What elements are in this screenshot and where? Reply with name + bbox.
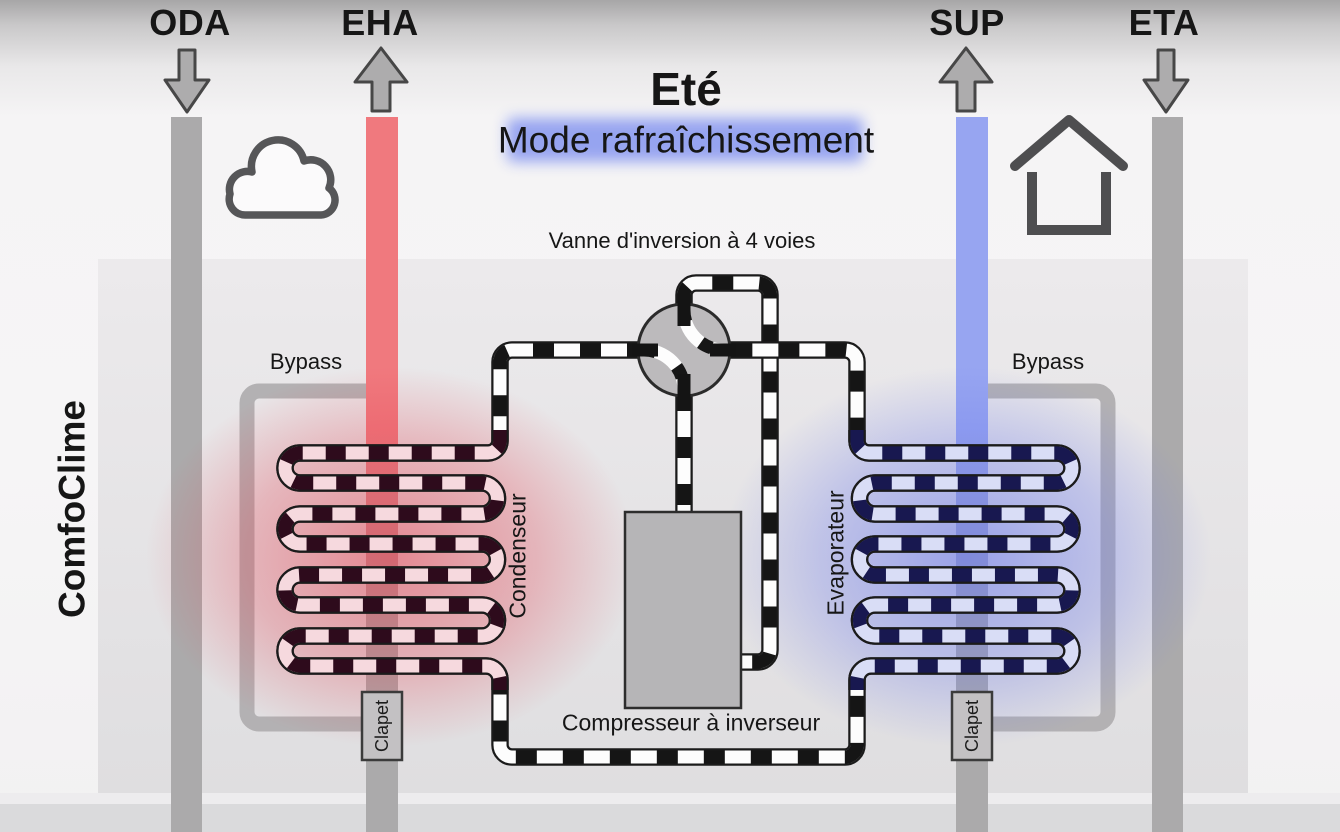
- eha-label: EHA: [341, 2, 419, 43]
- bypass-left-label: Bypass: [269, 349, 343, 374]
- floor-strip-dark: [0, 804, 1340, 832]
- oda-label: ODA: [149, 2, 231, 43]
- mode-subtitle: Mode rafraîchissement: [497, 119, 875, 161]
- valve-label: Vanne d'inversion à 4 voies: [548, 228, 816, 253]
- evaporator-label: Evaporateur: [822, 490, 849, 616]
- cloud-icon: [225, 136, 339, 219]
- eta-label: ETA: [1128, 2, 1200, 43]
- damper-right-box: [950, 690, 994, 762]
- device-brand-label: ComfoClime: [51, 400, 93, 618]
- sup-label: SUP: [929, 2, 1005, 43]
- damper-right-label: Clapet: [962, 699, 982, 753]
- floor-strip-light: [0, 793, 1340, 804]
- eta-arrow-down-icon: [1142, 48, 1190, 114]
- damper-left-label: Clapet: [372, 699, 392, 753]
- damper-left-box: [360, 690, 404, 762]
- warm-glow: [146, 367, 636, 747]
- mode-highlight-band: [507, 118, 863, 162]
- cool-glow: [721, 367, 1211, 747]
- oda-arrow-down-icon: [163, 48, 211, 114]
- compressor-label: Compresseur à inverseur: [561, 709, 821, 736]
- compressor: [623, 510, 743, 710]
- bypass-right-label: Bypass: [1011, 349, 1085, 374]
- valve-port-stubs: [632, 300, 736, 400]
- eha-arrow-up-icon: [353, 46, 409, 113]
- season-title: Eté: [650, 63, 722, 115]
- condenser-label: Condenseur: [504, 493, 531, 619]
- house-icon: [1010, 115, 1128, 235]
- sup-arrow-up-icon: [938, 46, 994, 113]
- four-way-valve: [632, 300, 736, 400]
